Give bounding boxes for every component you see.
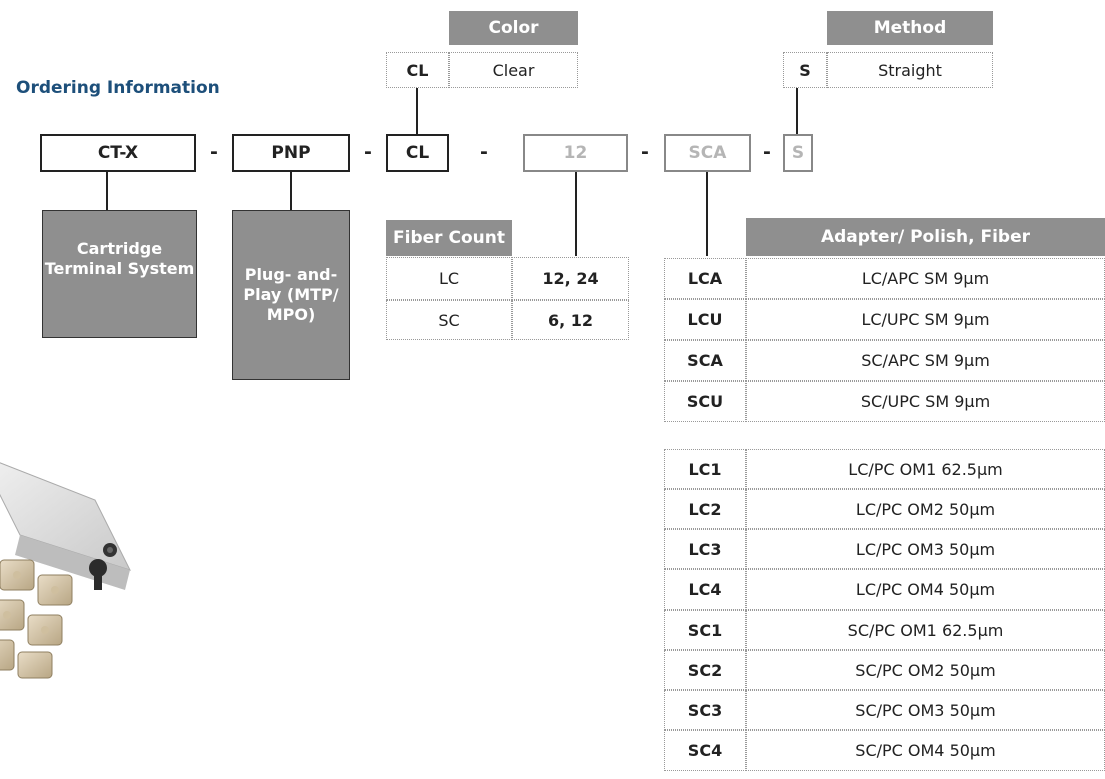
adapter-code-cell: SC2 bbox=[664, 650, 746, 690]
adapter-desc-cell: SC/PC OM3 50µm bbox=[746, 690, 1105, 730]
part-segment-method: S bbox=[783, 134, 813, 172]
adapter-desc-cell: LC/PC OM4 50µm bbox=[746, 569, 1105, 610]
adapter-code-cell: LCU bbox=[664, 299, 746, 340]
part-separator: - bbox=[210, 141, 218, 163]
part-separator: - bbox=[763, 141, 771, 163]
part-segment-ctx: CT-X bbox=[40, 134, 196, 172]
fiber-type-cell: LC bbox=[386, 257, 512, 300]
part-segment-pnp: PNP bbox=[232, 134, 350, 172]
fiber-type-cell: SC bbox=[386, 300, 512, 340]
adapter-code-cell: SCA bbox=[664, 340, 746, 381]
adapter-desc-cell: LC/UPC SM 9µm bbox=[746, 299, 1105, 340]
connector-line bbox=[416, 88, 418, 134]
system-description-box: Cartridge Terminal System bbox=[42, 210, 197, 338]
part-separator: - bbox=[480, 141, 488, 163]
adapter-code-cell: LCA bbox=[664, 258, 746, 299]
adapter-code-cell: SCU bbox=[664, 381, 746, 422]
adapter-desc-cell: SC/PC OM2 50µm bbox=[746, 650, 1105, 690]
adapter-code-cell: LC3 bbox=[664, 529, 746, 569]
connector-line bbox=[106, 172, 108, 210]
connector-description-box: Plug- and-Play (MTP/ MPO) bbox=[232, 210, 350, 380]
adapter-desc-cell: LC/PC OM1 62.5µm bbox=[746, 449, 1105, 489]
adapter-desc-cell: LC/PC OM2 50µm bbox=[746, 489, 1105, 529]
adapter-table-header: Adapter/ Polish, Fiber bbox=[746, 218, 1105, 256]
adapter-desc-cell: LC/APC SM 9µm bbox=[746, 258, 1105, 299]
adapter-code-cell: SC3 bbox=[664, 690, 746, 730]
connector-line bbox=[575, 172, 577, 256]
color-code-cell: CL bbox=[386, 52, 449, 88]
fiber-count-cell: 6, 12 bbox=[512, 300, 629, 340]
adapter-code-cell: LC1 bbox=[664, 449, 746, 489]
fiber-count-cell: 12, 24 bbox=[512, 257, 629, 300]
adapter-desc-cell: LC/PC OM3 50µm bbox=[746, 529, 1105, 569]
page-title: Ordering Information bbox=[16, 78, 220, 98]
fiber-count-header: Fiber Count bbox=[386, 220, 512, 256]
product-photo bbox=[0, 462, 131, 679]
adapter-desc-cell: SC/PC OM4 50µm bbox=[746, 730, 1105, 771]
adapter-code-cell: LC4 bbox=[664, 569, 746, 610]
part-segment-adapter: SCA bbox=[664, 134, 751, 172]
adapter-desc-cell: SC/PC OM1 62.5µm bbox=[746, 610, 1105, 650]
connector-line bbox=[706, 172, 708, 256]
color-value-cell: Clear bbox=[449, 52, 578, 88]
connector-line bbox=[796, 88, 798, 134]
part-separator: - bbox=[364, 141, 372, 163]
method-table-header: Method bbox=[827, 11, 993, 45]
method-code-cell: S bbox=[783, 52, 827, 88]
method-value-cell: Straight bbox=[827, 52, 993, 88]
adapter-code-cell: SC1 bbox=[664, 610, 746, 650]
color-table-header: Color bbox=[449, 11, 578, 45]
adapter-desc-cell: SC/UPC SM 9µm bbox=[746, 381, 1105, 422]
connector-line bbox=[290, 172, 292, 210]
adapter-code-cell: LC2 bbox=[664, 489, 746, 529]
adapter-desc-cell: SC/APC SM 9µm bbox=[746, 340, 1105, 381]
adapter-code-cell: SC4 bbox=[664, 730, 746, 771]
part-segment-fiber-count: 12 bbox=[523, 134, 628, 172]
part-separator: - bbox=[641, 141, 649, 163]
part-segment-color: CL bbox=[386, 134, 449, 172]
